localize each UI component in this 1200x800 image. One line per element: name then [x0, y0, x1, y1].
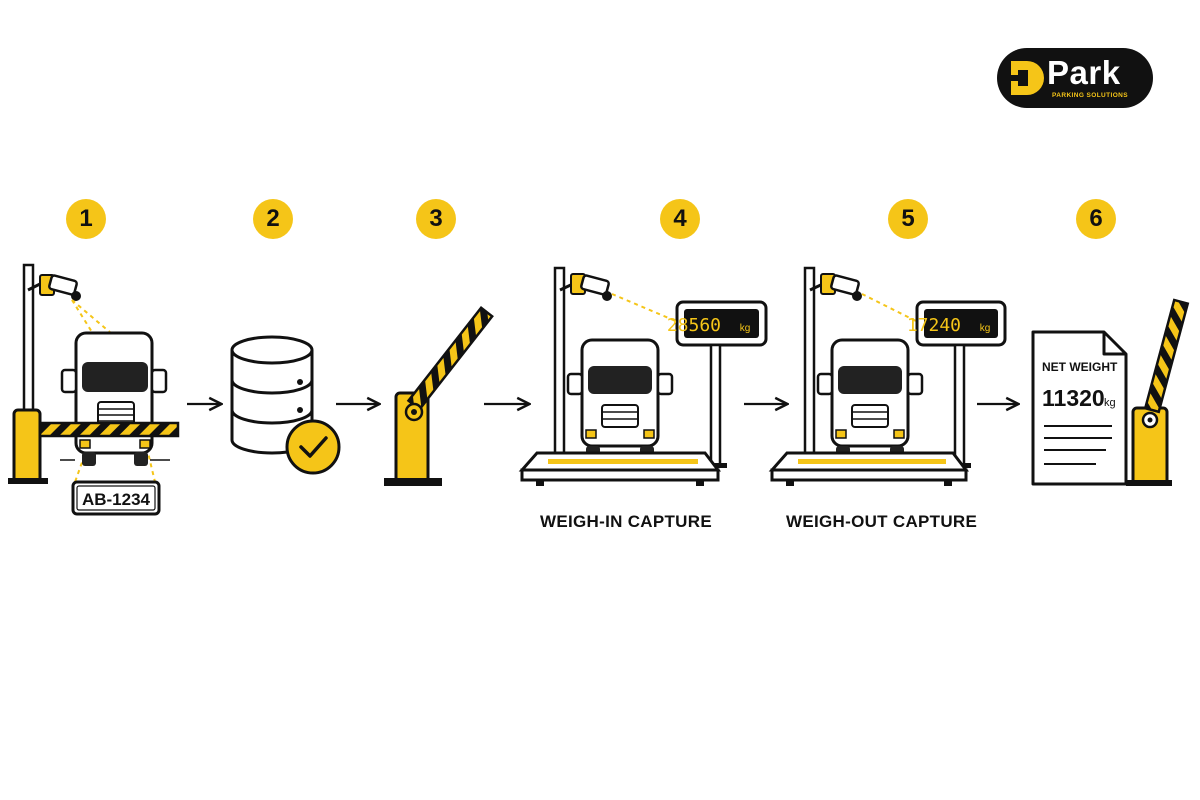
brand-d-mark-icon [1007, 61, 1044, 95]
step-number-4: 4 [660, 199, 700, 239]
weigh-in-caption: WEIGH-IN CAPTURE [540, 512, 712, 531]
exit-barrier [1126, 298, 1190, 486]
ticket-unit: kg [1104, 397, 1116, 409]
anpr-camera-icon [39, 274, 81, 301]
truck-icon [60, 331, 168, 466]
step2-database-illustration [230, 335, 341, 475]
weight-ticket-document: NET WEIGHT 11320 kg [1031, 330, 1128, 486]
license-plate [71, 480, 161, 516]
weighbridge-platform [768, 451, 970, 486]
weigh-out-value: 17240 [907, 315, 961, 336]
step3-barrier-open-illustration [384, 305, 494, 486]
database-icon [230, 335, 314, 455]
weighbridge-platform [518, 451, 722, 486]
barrier-post [12, 408, 42, 484]
weigh-in-value: 28560 [667, 315, 721, 336]
weight-display-in: 28560 kg [667, 300, 768, 468]
step5-weigh-out-illustration: 17240 kg [768, 266, 1007, 486]
step-number-1: 1 [66, 199, 106, 239]
brand-logo: Park PARKING SOLUTIONS [997, 48, 1153, 108]
weigh-in-unit: kg [740, 323, 751, 334]
checkmark-icon [285, 419, 341, 475]
plate-text: AB-1234 [82, 490, 151, 509]
truck-icon [816, 338, 924, 460]
truck-icon [566, 338, 674, 460]
step4-weigh-in-illustration: 28560 kg [518, 266, 768, 486]
step6-ticket-exit-illustration: NET WEIGHT 11320 kg [1031, 298, 1190, 486]
barrier-arm-open [406, 305, 494, 412]
ticket-net-weight-value: 11320 [1042, 385, 1105, 411]
camera-icon [570, 273, 612, 301]
step-number-5: 5 [888, 199, 928, 239]
step-number-3: 3 [416, 199, 456, 239]
brand-name: Park [1047, 54, 1121, 91]
camera-icon [820, 273, 862, 301]
step-number-6: 6 [1076, 199, 1116, 239]
barrier-arm-closed [38, 421, 180, 438]
step1-entry-illustration: AB-1234 [8, 263, 180, 516]
ticket-title: NET WEIGHT [1042, 360, 1118, 374]
weigh-out-caption: WEIGH-OUT CAPTURE [786, 512, 978, 531]
step-number-2: 2 [253, 199, 293, 239]
weigh-out-unit: kg [980, 323, 991, 334]
brand-tagline: PARKING SOLUTIONS [1052, 92, 1129, 99]
